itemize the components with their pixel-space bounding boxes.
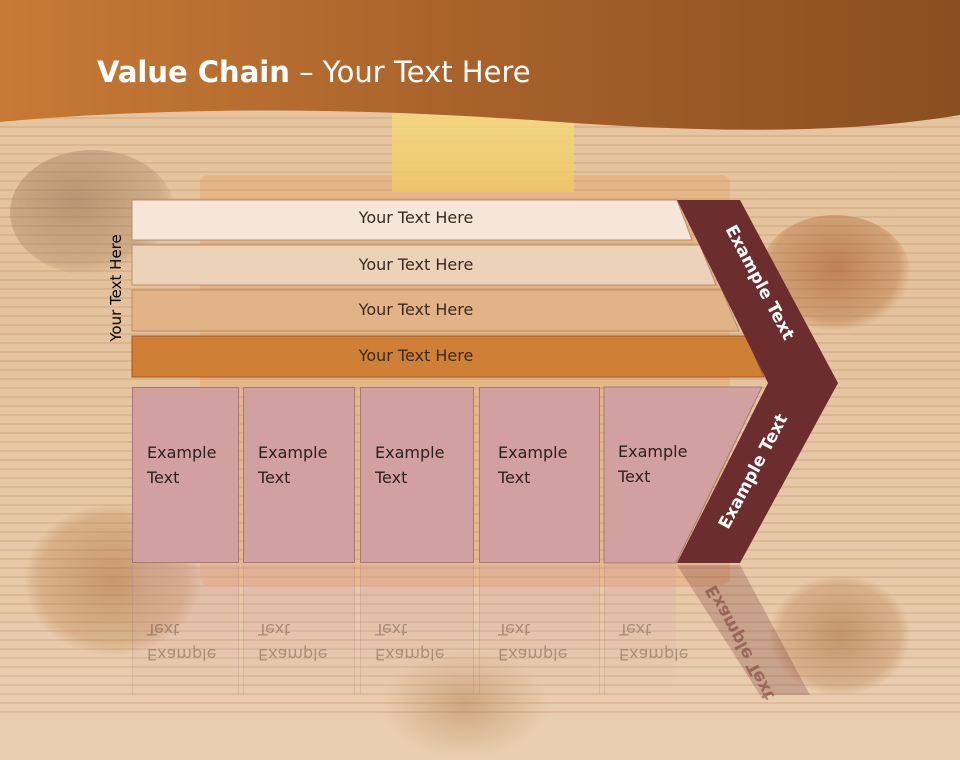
bar-1-shape — [131, 199, 693, 241]
bar-4-label: Your Text Here — [358, 346, 474, 365]
stone-decoration — [770, 575, 910, 695]
chevron-reflection — [677, 565, 810, 695]
chevron-shape — [677, 200, 838, 563]
box-1-line2: Text — [147, 468, 180, 487]
box-3-line2: Text — [375, 468, 408, 487]
box-2-line1: Example — [258, 443, 328, 462]
header-banner — [0, 0, 960, 130]
box-1-line1: Example — [147, 443, 217, 462]
bar-3-shape — [131, 289, 740, 332]
box-3-line1: Example — [375, 443, 445, 462]
box-2-line2: Text — [258, 468, 291, 487]
slide-title: Value Chain – Your Text Here — [97, 55, 531, 89]
box-5-line1: Example — [618, 442, 688, 461]
bar-2-label: Your Text Here — [358, 255, 474, 274]
bar-2-shape — [131, 244, 717, 286]
box-5-line2: Text — [618, 467, 651, 486]
bars-layer: Example Text Example Text Example Text — [131, 199, 838, 703]
bar-4-shape — [131, 335, 765, 378]
box-4-line1: Example — [498, 443, 568, 462]
bar-1-label: Your Text Here — [358, 208, 474, 227]
candle-decoration — [392, 112, 574, 192]
bar-3-label: Your Text Here — [358, 300, 474, 319]
box-4-line2: Text — [498, 468, 531, 487]
box-5-shape — [603, 386, 763, 564]
